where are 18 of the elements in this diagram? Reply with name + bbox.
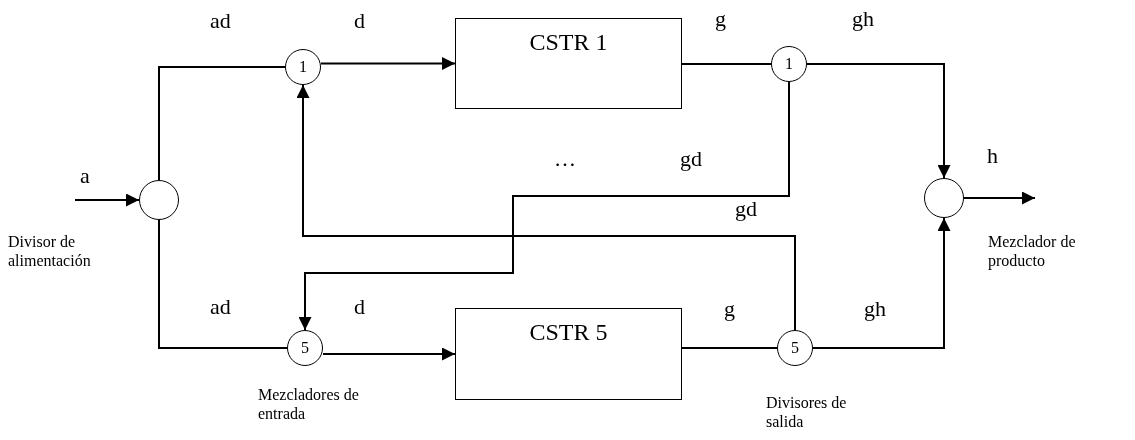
splitter-circle: 5 xyxy=(777,330,813,366)
caption-text: Mezcladores de entrada xyxy=(258,385,360,424)
divider-circle xyxy=(139,180,179,220)
splitter-circle: 1 xyxy=(771,46,807,82)
flow-arrow xyxy=(812,217,951,349)
mixer-circle: 1 xyxy=(285,49,321,85)
flow-arrow xyxy=(963,191,1036,205)
reactor-box: CSTR 5 xyxy=(455,308,682,400)
mixer-circle: 5 xyxy=(287,330,323,366)
reactor-box: CSTR 1 xyxy=(455,18,682,109)
caption-text: Divisores de salida xyxy=(766,393,848,432)
caption-text: Mezclador de producto xyxy=(988,232,1077,271)
mixer-circle xyxy=(924,178,964,218)
flow-arrow xyxy=(320,57,456,70)
flow-arrow xyxy=(322,347,456,361)
flow-arrow xyxy=(74,193,140,207)
caption-text: Divisor de alimentación xyxy=(8,232,92,271)
flow-arrow xyxy=(806,63,951,179)
